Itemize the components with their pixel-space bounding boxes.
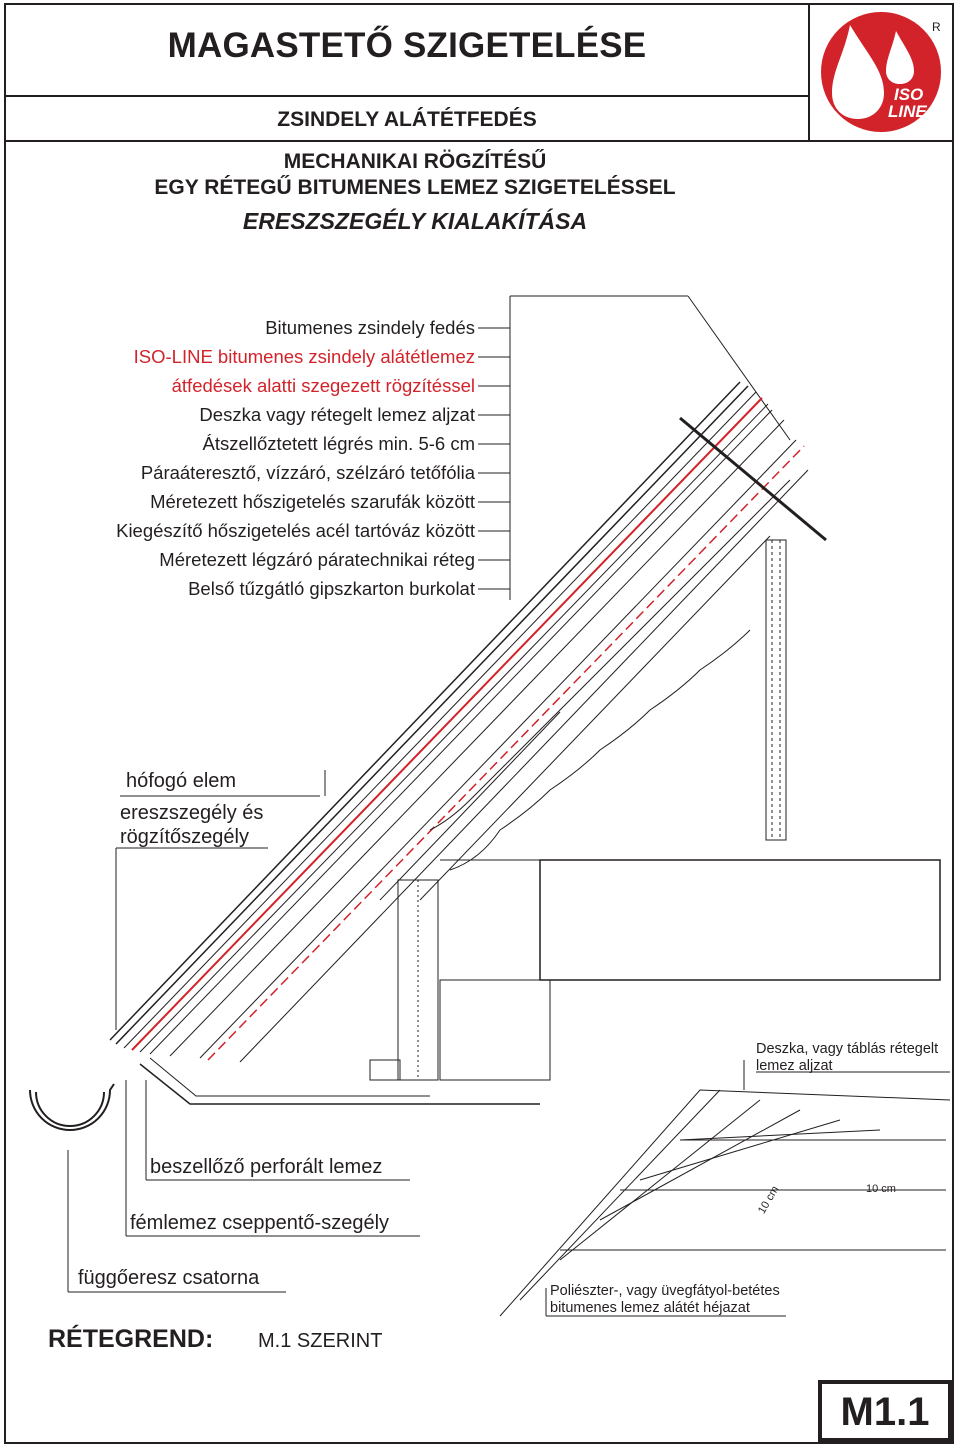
sequence-label: RÉTEGREND: (48, 1325, 214, 1353)
label-gutter: függőeresz csatorna (78, 1267, 260, 1289)
layer-label: átfedések alatti szegezett rögzítéssel (171, 375, 475, 396)
page-title: MAGASTETŐ SZIGETELÉSE (167, 26, 647, 65)
callout-leaders (67, 770, 950, 1317)
layer-label: Belső tűzgátló gipszkarton burkolat (188, 578, 475, 599)
label-underlay-1: Poliészter-, vagy üvegfátyol-betétes (550, 1283, 780, 1299)
logo-box: R ISO LINE (808, 3, 954, 142)
logo-text-iso: ISO (894, 85, 923, 104)
label-underlay-2: bitumenes lemez alátét héjazat (550, 1300, 750, 1316)
layer-label: Bitumenes zsindely fedés (265, 317, 475, 338)
registered-mark: R (932, 20, 941, 34)
layer-label: Átszellőztetett légrés min. 5-6 cm (202, 433, 475, 454)
layer-list: Bitumenes zsindely fedés ISO-LINE bitume… (0, 313, 475, 603)
gutter (29, 1083, 115, 1131)
label-fixing-edge: rögzítőszegély (120, 826, 249, 848)
insulation-pattern (429, 479, 791, 871)
layer-label: ISO-LINE bitumenes zsindely alátétlemez (133, 346, 475, 367)
sequence-value: M.1 SZERINT (258, 1330, 383, 1352)
heading-line-1: MECHANIKAI RÖGZÍTÉSŰ (283, 150, 547, 173)
heading-line-3: ERESZSZEGÉLY KIALAKÍTÁSA (242, 208, 588, 234)
dimension-label: 10 cm (866, 1183, 896, 1195)
drawing-code: M1.1 (818, 1380, 952, 1442)
heading-line-2: EGY RÉTEGŰ BITUMENES LEMEZ SZIGETELÉSSEL (154, 176, 676, 199)
logo-text-line: LINE (888, 102, 927, 121)
roof-layers (109, 381, 809, 1063)
label-deck-2: lemez aljzat (756, 1058, 833, 1074)
eaves-detail (139, 1057, 540, 1105)
label-eaves-edge: ereszszegély és (120, 802, 264, 824)
layer-label: Méretezett hőszigetelés szarufák között (150, 491, 475, 512)
isoline-logo: R ISO LINE (821, 12, 941, 132)
label-drip-edge: fémlemez cseppentő-szegély (130, 1212, 390, 1234)
layer-label: Deszka vagy rétegelt lemez aljzat (199, 404, 475, 425)
layer-label: Kiegészítő hőszigetelés acél tartóváz kö… (116, 520, 475, 541)
title-divider (4, 95, 810, 97)
layer-label: Méretezett légzáró páratechnikai réteg (159, 549, 475, 570)
wall-section (397, 539, 787, 1081)
slab-section (439, 859, 941, 1081)
layer-leaders (478, 295, 791, 600)
label-snow-guard: hófogó elem (126, 770, 237, 792)
label-vent-sheet: beszellőző perforált lemez (150, 1156, 383, 1178)
purlin-line (679, 416, 827, 542)
deck-sketch (499, 1089, 951, 1317)
label-deck-1: Deszka, vagy táblás rétegelt (756, 1041, 939, 1057)
layer-label: Páraáteresztő, vízzáró, szélzáró tetőfól… (140, 462, 475, 483)
page-subtitle: ZSINDELY ALÁTÉTFEDÉS (277, 108, 537, 131)
